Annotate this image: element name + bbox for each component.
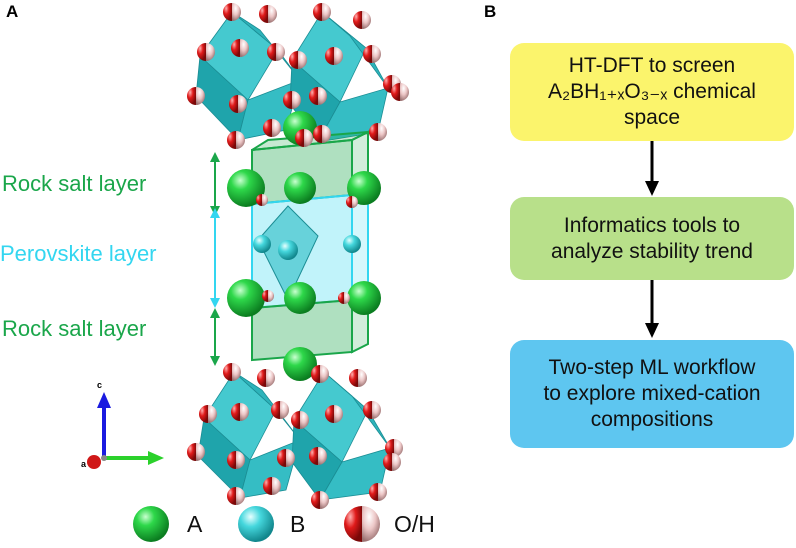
oh-atom (385, 439, 403, 457)
oh-atom (346, 196, 358, 208)
oh-atom (263, 477, 281, 495)
flow-step3-line3: compositions (590, 408, 714, 431)
oh-atom (313, 125, 331, 143)
oh-atom (291, 411, 309, 429)
oh-atom (325, 405, 343, 423)
flow-step1-line3: space (623, 106, 681, 129)
rock-salt-bottom-label: Rock salt layer (2, 316, 147, 341)
legend-b-sphere (238, 506, 274, 542)
oh-atom (256, 194, 268, 206)
oh-atom (259, 5, 277, 23)
oh-atom (187, 87, 205, 105)
oh-atom (271, 401, 289, 419)
flow-step2-line1: Informatics tools to (563, 213, 741, 237)
flow-box-ml-workflow: Two-step ML workflow to explore mixed-ca… (510, 340, 794, 448)
bottom-octahedra (197, 371, 391, 501)
oh-atom (289, 51, 307, 69)
oh-atom (231, 403, 249, 421)
flow-step1-line1: HT-DFT to screen (568, 54, 736, 77)
oh-atom (227, 131, 245, 149)
oh-atom (313, 3, 331, 21)
oh-atom (353, 11, 371, 29)
layer-arrows (210, 152, 220, 366)
oh-atom (277, 449, 295, 467)
axis-a-label: a (81, 459, 87, 469)
oh-atom (325, 47, 343, 65)
panel-b-label: B (484, 2, 497, 21)
oh-atom (295, 129, 313, 147)
oh-atom (227, 451, 245, 469)
legend-a-sphere (133, 506, 169, 542)
oh-atom (197, 43, 215, 61)
oh-atom (338, 292, 350, 304)
oh-atom (311, 365, 329, 383)
oh-atom (263, 119, 281, 137)
oh-atom (223, 3, 241, 21)
oh-atom (283, 91, 301, 109)
oh-atom (363, 401, 381, 419)
axis-triad: c a (81, 380, 164, 469)
oh-atom (391, 83, 409, 101)
oh-atom (257, 369, 275, 387)
oh-atom (311, 491, 329, 509)
oh-atom (267, 43, 285, 61)
oh-atom (231, 39, 249, 57)
oh-atom (227, 487, 245, 505)
oh-atom (223, 363, 241, 381)
flow-step1-line2: A₂BH₁₊ₓO₃₋ₓ chemical (548, 80, 756, 103)
rock-salt-top-label: Rock salt layer (2, 171, 147, 196)
oh-atom (309, 87, 327, 105)
oh-atom (369, 483, 387, 501)
oh-atom (363, 45, 381, 63)
oh-atom (349, 369, 367, 387)
axis-c-label: c (97, 380, 102, 390)
legend-oh-sphere (344, 506, 380, 542)
perovskite-label: Perovskite layer (0, 241, 157, 266)
oh-atom (383, 453, 401, 471)
oh-atom (199, 405, 217, 423)
flow-arrows (645, 140, 659, 338)
legend-b-label: B (290, 511, 306, 537)
flow-step3-line1: Two-step ML workflow (548, 356, 756, 379)
oh-atom (229, 95, 247, 113)
oh-atoms (187, 3, 409, 509)
b-site-atoms (253, 235, 361, 260)
flow-step3-line2: to explore mixed-cation (543, 382, 761, 405)
panel-a-label: A (6, 2, 19, 21)
legend (133, 506, 380, 542)
oh-atom (187, 443, 205, 461)
oh-atom (309, 447, 327, 465)
crystal-structure: c a (81, 3, 409, 542)
legend-a-label: A (187, 511, 203, 537)
flow-box-informatics: Informatics tools to analyze stability t… (510, 197, 794, 280)
legend-oh-label: O/H (394, 511, 435, 537)
flow-step2-line2: analyze stability trend (551, 239, 753, 263)
flow-box-ht-dft: HT-DFT to screen A₂BH₁₊ₓO₃₋ₓ chemical sp… (510, 43, 794, 141)
oh-atom (262, 290, 274, 302)
oh-atom (369, 123, 387, 141)
